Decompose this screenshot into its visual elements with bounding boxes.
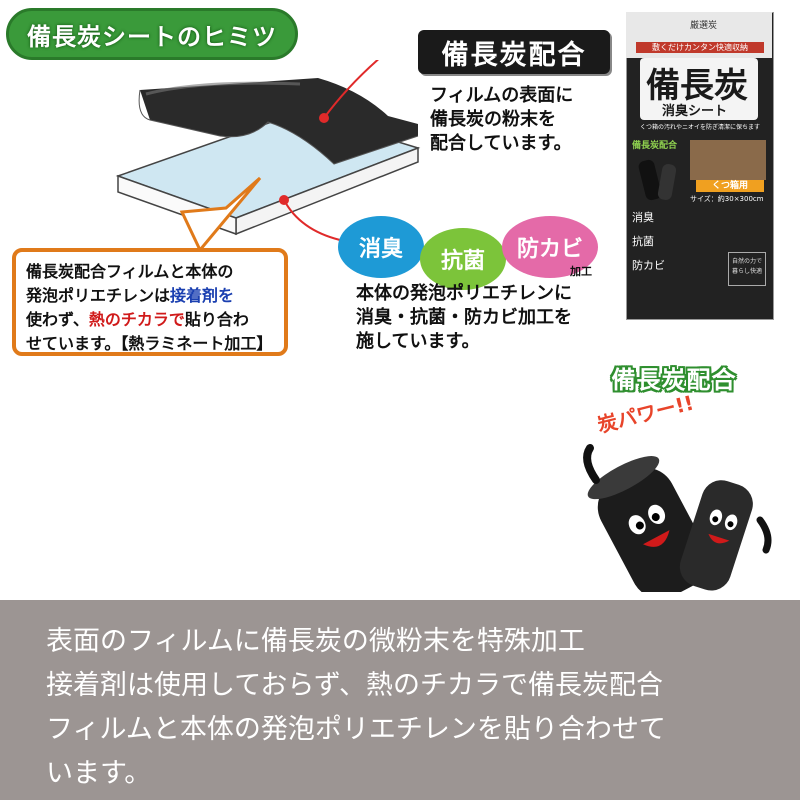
badge-suffix: 加工: [570, 265, 592, 278]
film-desc-line: 配合しています。: [430, 133, 572, 154]
caption-panel: 表面のフィルムに備長炭の微粉末を特殊加工 接着剤は使用しておらず、熱のチカラで備…: [0, 600, 800, 800]
package-tagline: 敷くだけカンタン快適収納: [636, 42, 764, 53]
badge-label: 抗菌: [440, 249, 485, 274]
callout-charcoal-text: 備長炭配合: [441, 39, 587, 71]
package-stamp: 自然の力で 暮らし快適: [728, 252, 766, 286]
caption-line: フィルムと本体の発泡ポリエチレンを貼り合わせて: [46, 714, 666, 745]
caption-line: います。: [46, 758, 152, 789]
foam-description: 本体の発泡ポリエチレンに 消臭・抗菌・防カビ加工を 施しています。: [356, 282, 616, 354]
stamp-line: 暮らし快適: [731, 268, 762, 275]
badge-deodorant: 消臭: [338, 216, 424, 278]
note-line: 発泡ポリエチレンは接着剤を: [26, 284, 274, 308]
caption-line: 接着剤は使用しておらず、熱のチカラで備長炭配合: [46, 670, 663, 701]
package-subtitle: 消臭シート: [662, 104, 728, 119]
package-title: 備長炭: [646, 66, 748, 106]
package-feature: 消臭: [632, 211, 654, 224]
charcoal-label-text: 備長炭配合: [611, 365, 737, 394]
package-features: 消臭 抗菌 防カビ: [632, 206, 665, 278]
charcoal-label: 備長炭配合: [572, 358, 776, 396]
film-desc-line: 備長炭の粉末を: [430, 109, 556, 130]
foam-desc-line: 施しています。: [356, 331, 480, 352]
package-brand: 厳選炭: [690, 21, 718, 31]
note-highlight-blue: 接着剤を: [170, 286, 235, 305]
lamination-note: 備長炭配合フィルムと本体の 発泡ポリエチレンは接着剤を 使わず、熱のチカラで貼り…: [12, 248, 288, 356]
package-feature: 防カビ: [632, 259, 665, 272]
badge-label: 消臭: [358, 237, 403, 262]
package-mascot-icon: [638, 159, 677, 201]
note-line: せています。【熱ラミネート加工】: [26, 334, 273, 353]
package-use: くつ箱用: [696, 180, 764, 192]
film-desc-line: フィルムの表面に: [430, 85, 574, 106]
title-text: 備長炭シートのヒミツ: [27, 22, 277, 51]
foam-desc-line: 本体の発泡ポリエチレンに: [356, 283, 572, 304]
note-line: 使わず、熱のチカラで貼り合わ: [26, 308, 274, 332]
film-description: フィルムの表面に 備長炭の粉末を 配合しています。: [430, 84, 630, 156]
badge-label: 防カビ: [516, 237, 583, 262]
package-photo: [690, 140, 766, 180]
note-text: 貼り合わ: [184, 310, 249, 329]
stamp-line: 自然の力で: [731, 258, 762, 265]
badge-antimold: 防カビ: [502, 216, 598, 278]
callout-charcoal-box: 備長炭配合: [418, 30, 610, 74]
note-line: 備長炭配合フィルムと本体の: [26, 262, 234, 281]
charcoal-mascot-icon: [583, 444, 772, 592]
package-size: サイズ：約30×300cm: [690, 195, 764, 203]
note-highlight-red: 熱のチカラで: [88, 310, 185, 329]
package-badge: 備長炭配合: [632, 141, 678, 151]
package-feature: 抗菌: [632, 235, 654, 248]
badge-antibacterial: 抗菌: [420, 228, 506, 290]
package-title-panel: [640, 58, 758, 120]
package-desc: くつ箱の汚れやニオイを防ぎ清潔に保ちます: [639, 124, 760, 131]
caption-line: 表面のフィルムに備長炭の微粉末を特殊加工: [46, 626, 585, 657]
foam-desc-line: 消臭・抗菌・防カビ加工を: [356, 307, 572, 328]
sheet-illustration: [115, 60, 421, 253]
note-text: 発泡ポリエチレンは: [26, 286, 171, 305]
title-pill: 備長炭シートのヒミツ: [6, 8, 298, 60]
note-text: 使わず、: [26, 310, 89, 329]
